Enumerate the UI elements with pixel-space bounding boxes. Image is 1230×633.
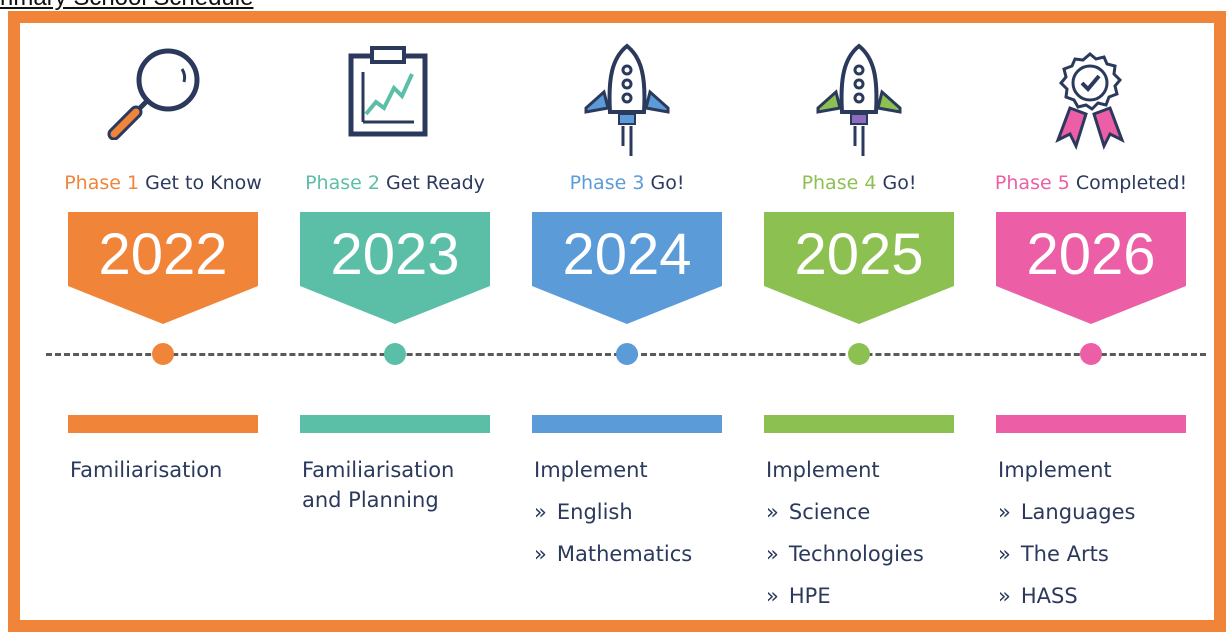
phase-4-description: Implement » Science » Technologies » HPE xyxy=(766,455,981,623)
phase-4-heading: Phase 4 Go! xyxy=(739,172,979,194)
phase-1-number: Phase 1 xyxy=(64,172,140,194)
phase-3-number: Phase 3 xyxy=(569,172,645,194)
phase-5-name: Completed! xyxy=(1075,172,1188,194)
clipboard-chart-icon xyxy=(348,46,428,137)
subject-label: The Arts xyxy=(1020,542,1109,566)
phase-4-number: Phase 4 xyxy=(801,172,877,194)
timeline-dot-1 xyxy=(152,343,174,365)
bullet-glyph: » xyxy=(998,500,1011,524)
phase-4-bar xyxy=(764,415,954,433)
subject-label: Languages xyxy=(1020,500,1136,524)
timeline-dot-4 xyxy=(848,343,870,365)
year-banner-2023: 2023 xyxy=(300,212,490,324)
year-banner-2024: 2024 xyxy=(532,212,722,324)
phase-3-heading: Phase 3 Go! xyxy=(507,172,747,194)
phase-2-name: Get Ready xyxy=(386,172,485,194)
phase-3-name: Go! xyxy=(650,172,685,194)
list-item: » Science xyxy=(766,497,981,527)
timeline-dot-2 xyxy=(384,343,406,365)
list-item: » English xyxy=(534,497,749,527)
list-item: » HASS xyxy=(998,581,1213,611)
subject-label: English xyxy=(556,500,633,524)
subject-label: Science xyxy=(788,500,871,524)
subject-label: Mathematics xyxy=(556,542,693,566)
phase-5-description: Implement » Languages » The Arts » HASS xyxy=(998,455,1213,623)
phase-2-description: Familiarisation and Planning xyxy=(302,455,482,515)
list-item: » Languages xyxy=(998,497,1213,527)
phase-1-name: Get to Know xyxy=(145,172,262,194)
bullet-glyph: » xyxy=(766,500,779,524)
list-item: » HPE xyxy=(766,581,981,611)
banner-year: 2022 xyxy=(98,222,228,287)
bullet-glyph: » xyxy=(998,584,1011,608)
list-item: » Technologies xyxy=(766,539,981,569)
year-banner-2025: 2025 xyxy=(764,212,954,324)
phase-2-heading: Phase 2 Get Ready xyxy=(275,172,515,194)
magnifying-glass-icon xyxy=(107,48,200,140)
page-caption: rimary School Schedule xyxy=(0,0,253,10)
banner-year: 2024 xyxy=(562,222,692,287)
subject-list: » Science » Technologies » HPE xyxy=(766,497,981,611)
phase-1-heading: Phase 1 Get to Know xyxy=(43,172,283,194)
banner-year: 2025 xyxy=(794,222,924,287)
timeline-dot-5 xyxy=(1080,343,1102,365)
subject-label: HPE xyxy=(788,584,831,608)
banner-year: 2026 xyxy=(1026,222,1156,287)
bullet-glyph: » xyxy=(998,542,1011,566)
year-banner-2022: 2022 xyxy=(68,212,258,324)
phase-1-bar xyxy=(68,415,258,433)
rocket-icon xyxy=(584,43,670,156)
infographic-frame xyxy=(8,11,1226,632)
subject-list: » Languages » The Arts » HASS xyxy=(998,497,1213,611)
subject-label: HASS xyxy=(1020,584,1078,608)
rocket-icon xyxy=(816,43,902,156)
phase-2-number: Phase 2 xyxy=(305,172,380,194)
phase-3-description: Implement » English » Mathematics xyxy=(534,455,749,581)
subject-list: » English » Mathematics xyxy=(534,497,749,569)
phase-3-bar xyxy=(532,415,722,433)
phase-5-bar xyxy=(996,415,1186,433)
award-ribbon-icon xyxy=(1055,52,1125,150)
description-title: Familiarisation xyxy=(70,458,223,482)
phase-5-heading: Phase 5 Completed! xyxy=(971,172,1211,194)
description-title: Implement xyxy=(534,458,648,482)
phase-2-bar xyxy=(300,415,490,433)
phase-5-number: Phase 5 xyxy=(994,172,1070,194)
description-title: Implement xyxy=(766,458,880,482)
bullet-glyph: » xyxy=(534,500,547,524)
description-title: Implement xyxy=(998,458,1112,482)
description-title: Familiarisation and Planning xyxy=(302,458,455,512)
subject-label: Technologies xyxy=(788,542,924,566)
phase-1-description: Familiarisation xyxy=(70,455,285,485)
bullet-glyph: » xyxy=(766,584,779,608)
phase-4-name: Go! xyxy=(882,172,917,194)
timeline-dot-3 xyxy=(616,343,638,365)
bullet-glyph: » xyxy=(534,542,547,566)
list-item: » The Arts xyxy=(998,539,1213,569)
list-item: » Mathematics xyxy=(534,539,749,569)
banner-year: 2023 xyxy=(330,222,460,287)
bullet-glyph: » xyxy=(766,542,779,566)
year-banner-2026: 2026 xyxy=(996,212,1186,324)
